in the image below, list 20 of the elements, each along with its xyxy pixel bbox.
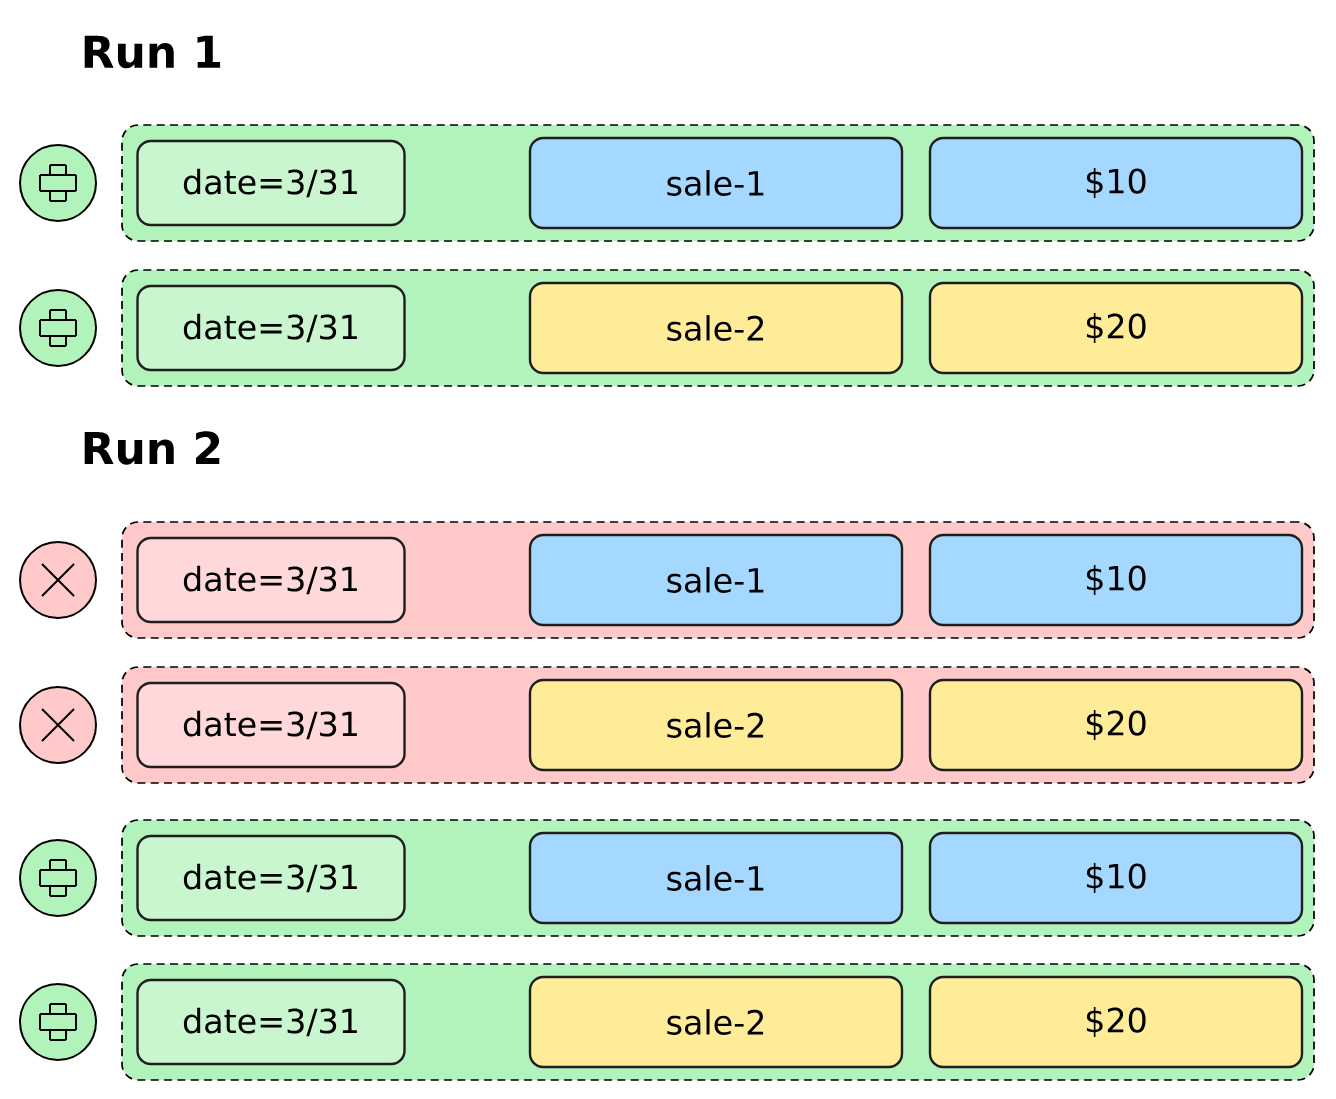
field-box: sale-1 xyxy=(528,136,904,230)
field-box: sale-2 xyxy=(528,281,904,375)
field-box: sale-2 xyxy=(528,678,904,772)
field-box: $20 xyxy=(928,678,1304,772)
partition-box: date=3/31 xyxy=(136,978,406,1066)
title: Run 1 xyxy=(84,35,221,69)
field-box: sale-1 xyxy=(528,831,904,925)
field-box: sale-2 xyxy=(528,975,904,1069)
field-box: $10 xyxy=(928,831,1304,925)
partition-box: date=3/31 xyxy=(136,139,406,227)
title: Run 2 xyxy=(84,431,220,465)
partition-box: date=3/31 xyxy=(136,834,406,922)
partition-box: date=3/31 xyxy=(136,681,406,769)
partition-box: date=3/31 xyxy=(136,284,406,372)
partition-box: date=3/31 xyxy=(136,536,406,624)
field-box: $20 xyxy=(928,975,1304,1069)
field-box: $10 xyxy=(928,136,1304,230)
field-box: sale-1 xyxy=(528,533,904,627)
field-box: $10 xyxy=(928,533,1304,627)
field-box: $20 xyxy=(928,281,1304,375)
